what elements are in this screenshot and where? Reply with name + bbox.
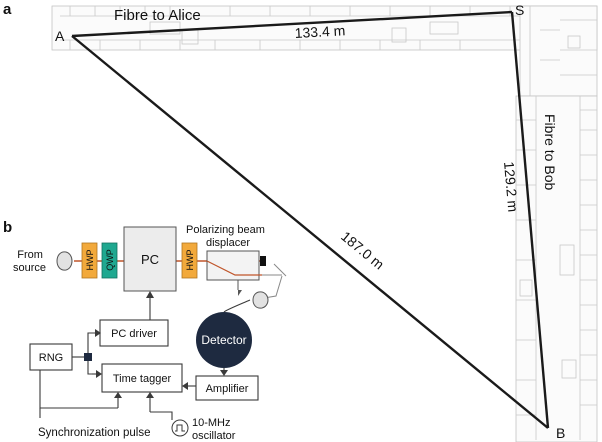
pbd-label: Polarizing beam displacer xyxy=(186,224,268,249)
time-tagger-box xyxy=(101,363,183,393)
arrow-sync-to-tagger xyxy=(114,392,122,398)
node-S-label: S xyxy=(515,2,524,18)
pbd-line-2: displacer xyxy=(206,237,250,249)
rng-label: RNG xyxy=(39,352,63,364)
wire-node-down xyxy=(87,361,92,375)
hwp-2 xyxy=(181,242,198,279)
hwp-1-label: HWP xyxy=(85,250,95,271)
square-wave-icon xyxy=(175,424,185,432)
hwp-2-label: HWP xyxy=(185,250,195,271)
oscillator-line-2: oscillator xyxy=(192,430,236,442)
qwp xyxy=(101,242,118,279)
link-A-S xyxy=(71,10,513,38)
detector xyxy=(196,312,252,368)
oscillator-line-1: 10-MHz xyxy=(192,417,231,429)
qwp-label: QWP xyxy=(105,249,115,271)
from-source-line-1: From xyxy=(17,249,43,261)
rng-box xyxy=(29,343,73,371)
time-tagger-label: Time tagger xyxy=(113,373,172,385)
arrow-osc-to-tagger xyxy=(146,392,154,398)
arrow-detector-to-amp xyxy=(220,370,228,376)
arrow-small xyxy=(238,290,242,296)
node-B-label: B xyxy=(556,425,565,441)
oscillator-label: 10-MHz oscillator xyxy=(192,417,236,442)
fibre-alice-label: Fibre to Alice xyxy=(114,7,201,24)
arrow-driver-to-pc xyxy=(146,291,154,298)
panel-b-label: b xyxy=(3,219,12,236)
arrow-node-to-tagger xyxy=(96,370,102,378)
beam-displaced xyxy=(206,260,262,276)
link-S-B xyxy=(510,11,550,429)
pbd-line-1: Polarizing beam xyxy=(186,224,265,236)
splitter-node xyxy=(84,353,92,361)
oscillator-icon xyxy=(171,419,189,437)
arrow-node-to-driver xyxy=(95,329,101,337)
beam-block xyxy=(260,256,266,266)
detector-label: Detector xyxy=(201,333,246,347)
fiber-coupler-out xyxy=(252,291,269,309)
link-A-B xyxy=(71,35,549,429)
distance-AB-label: 187.0 m xyxy=(338,228,387,273)
mirror xyxy=(273,263,287,277)
arrow-amp-to-tagger xyxy=(182,382,188,390)
hwp-1 xyxy=(81,242,98,279)
network-triangle xyxy=(71,10,550,429)
fiber-to-detector xyxy=(223,299,251,313)
pockels-cell-label: PC xyxy=(141,252,159,267)
sync-pulse-label: Synchronization pulse xyxy=(38,427,151,439)
pockels-cell xyxy=(123,226,177,292)
panel-a-label: a xyxy=(3,1,12,18)
node-A-label: A xyxy=(55,28,65,44)
from-source-label: From source xyxy=(13,249,46,274)
pc-driver-box xyxy=(99,319,169,347)
pc-driver-label: PC driver xyxy=(111,328,157,340)
fiber-coupler-in xyxy=(56,251,73,271)
fibre-bob-label: Fibre to Bob xyxy=(542,114,558,190)
distance-AS-label: 133.4 m xyxy=(294,22,345,41)
wire-node-to-driver xyxy=(87,332,95,353)
amplifier-box xyxy=(195,375,259,401)
wire-osc xyxy=(150,411,173,420)
distance-SB-label: 129.2 m xyxy=(501,161,521,213)
from-source-line-2: source xyxy=(13,262,46,274)
amplifier-label: Amplifier xyxy=(206,383,249,395)
